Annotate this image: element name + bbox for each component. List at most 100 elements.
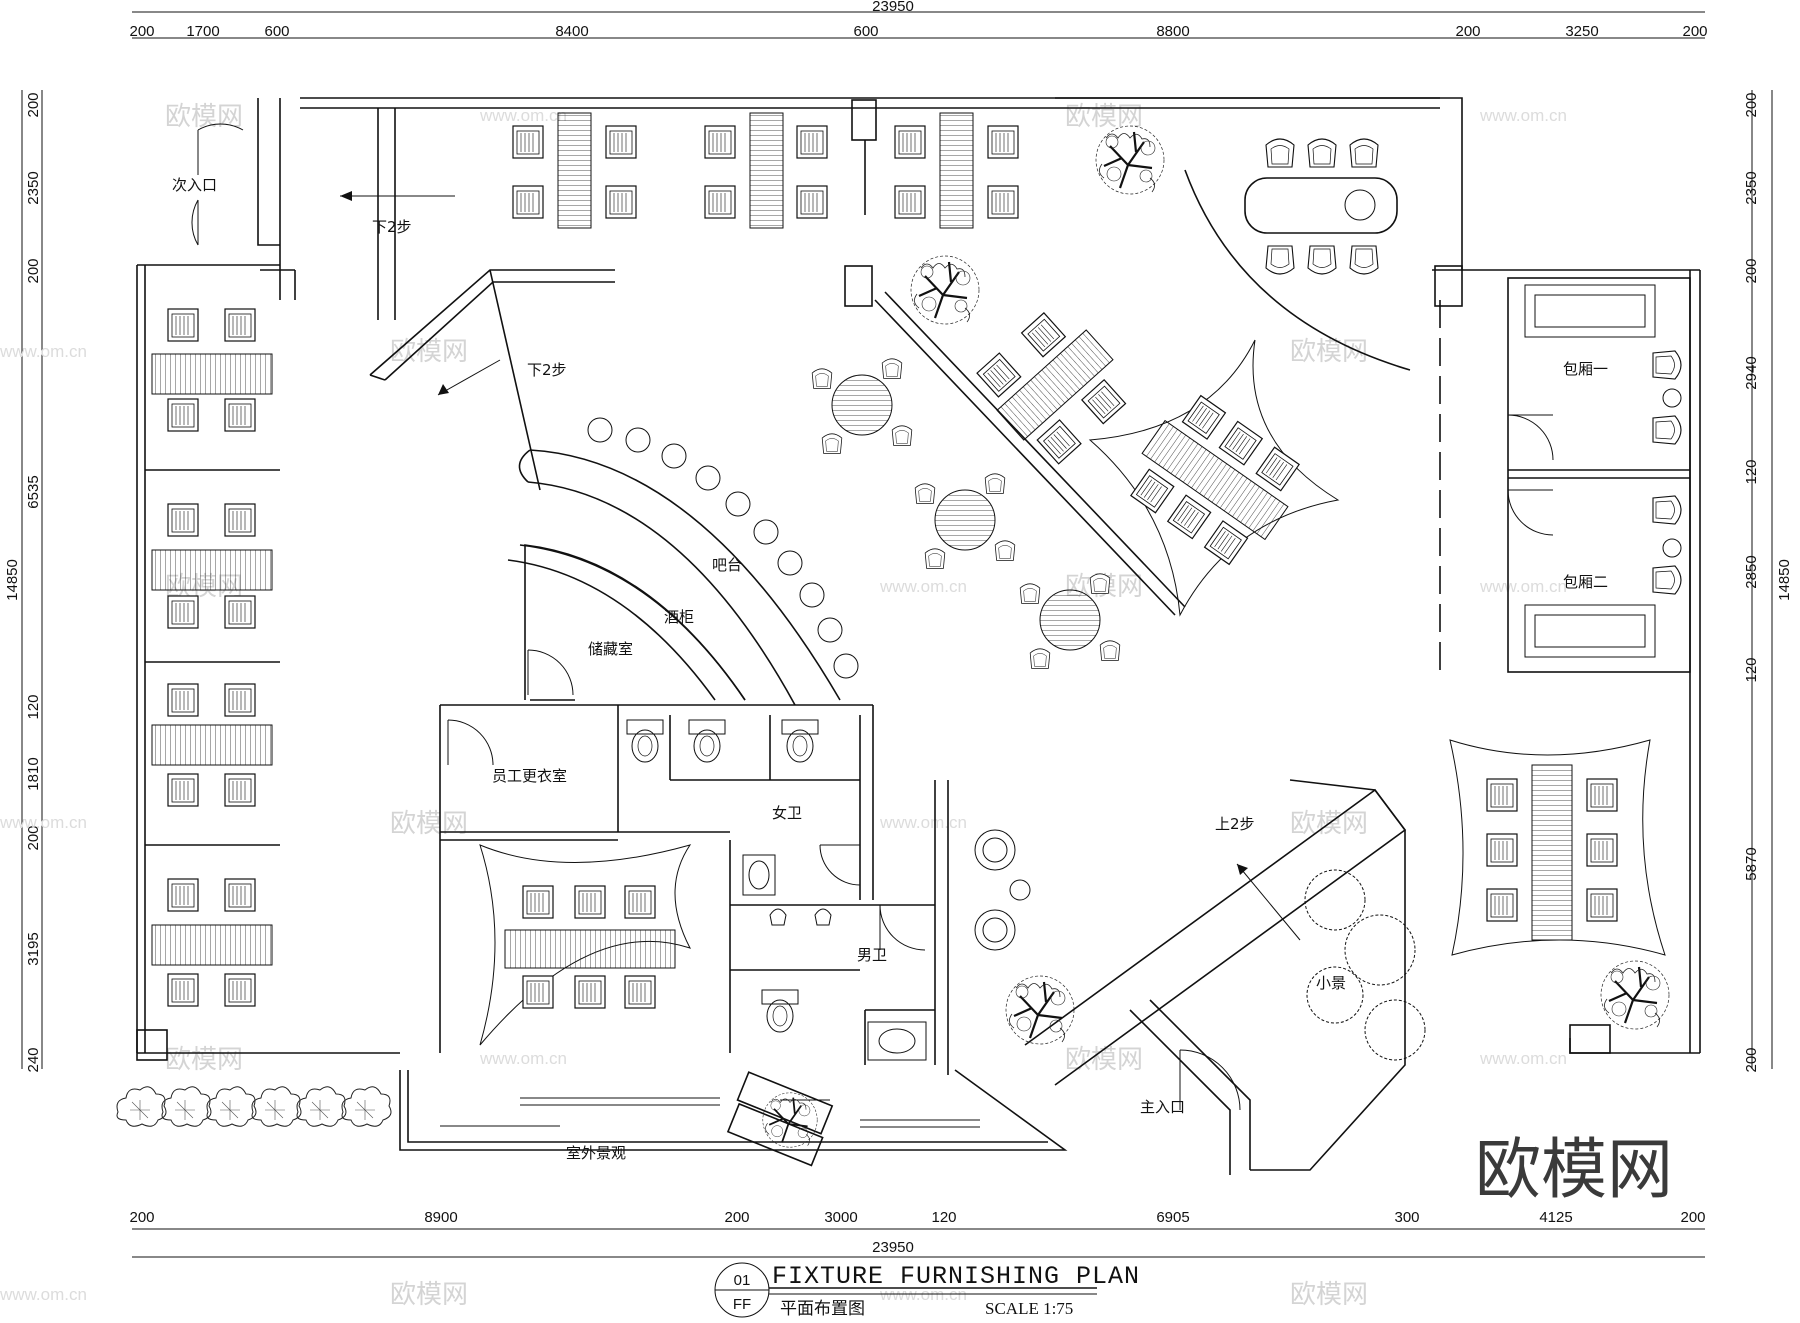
dim-top-6: 8800 (1156, 23, 1189, 40)
label-private-room-1: 包厢一 (1563, 360, 1608, 378)
dim-left-1: 200 (25, 92, 42, 117)
dim-right-5: 120 (1743, 459, 1760, 484)
label-landscape-feature: 小景 (1316, 974, 1346, 992)
dim-bottom-7: 300 (1394, 1209, 1419, 1226)
watermark-brand: 欧模网 (390, 1280, 468, 1310)
room-labels: 次入口 下2步 下2步 吧台 酒柜 储藏室 员工更衣室 女卫 男卫 包厢一 包厢… (172, 176, 1608, 1162)
watermark-url: www.om.cn (0, 1285, 87, 1304)
canopy-table-lower-left (479, 844, 692, 1046)
dim-left-9: 240 (25, 1047, 42, 1072)
drawing-title-en: FIXTURE FURNISHING PLAN (772, 1262, 1140, 1291)
watermark-brand: 欧模网 (1290, 1280, 1368, 1310)
dim-right-1: 200 (1743, 92, 1760, 117)
drawing-scale: SCALE 1:75 (985, 1299, 1073, 1318)
dim-bottom-9: 200 (1680, 1209, 1705, 1226)
label-main-entrance: 主入口 (1140, 1098, 1185, 1116)
watermark-url: www.om.cn (0, 342, 87, 361)
dim-left-5: 120 (25, 694, 42, 719)
dim-bottom-6: 6905 (1156, 1209, 1189, 1226)
private-room-furniture (1439, 284, 1682, 672)
watermark-url: www.om.cn (879, 577, 967, 596)
watermark-url: www.om.cn (0, 813, 87, 832)
label-wine-cabinet: 酒柜 (664, 608, 694, 626)
dim-bottom-2: 8900 (424, 1209, 457, 1226)
dim-left-8: 3195 (25, 932, 42, 965)
dim-top-7: 200 (1455, 23, 1480, 40)
watermark-url: www.om.cn (479, 106, 567, 125)
direction-arrows (340, 191, 1301, 941)
dim-bottom-3: 200 (724, 1209, 749, 1226)
watermark-brand: 欧模网 (165, 1045, 243, 1075)
watermark-brand: 欧模网 (390, 337, 468, 367)
dim-top-9: 200 (1682, 23, 1707, 40)
bar-counter (507, 417, 859, 706)
label-private-room-2: 包厢二 (1563, 573, 1608, 591)
dimension-left: 14850 200 2350 200 6535 120 1810 200 319… (4, 90, 43, 1073)
round-tables (811, 358, 1121, 669)
label-staff-locker: 员工更衣室 (492, 767, 567, 785)
dim-overall-height-left: 14850 (4, 559, 21, 601)
outdoor-landscape (116, 1069, 1068, 1167)
dimension-right: 14850 200 2350 200 2940 120 2850 120 587… (1743, 90, 1793, 1073)
watermark-brand: 欧模网 (390, 809, 468, 839)
drawing-title-cn: 平面布置图 (780, 1299, 865, 1319)
dim-right-6: 2850 (1743, 555, 1760, 588)
dim-left-4: 6535 (25, 475, 42, 508)
dim-top-3: 600 (264, 23, 289, 40)
label-down-steps-1: 下2步 (372, 218, 412, 236)
dining-top-row (512, 112, 1019, 229)
entrance-area (1024, 779, 1426, 1175)
dim-right-3: 200 (1743, 258, 1760, 283)
label-outdoor-landscape: 室外景观 (566, 1144, 626, 1162)
watermark-logo: 欧模网 (1475, 1131, 1673, 1208)
dim-right-9: 200 (1743, 1047, 1760, 1072)
watermark-brand: 欧模网 (1290, 337, 1368, 367)
watermark-url: www.om.cn (1479, 577, 1567, 596)
canopy-table-right (1449, 739, 1666, 956)
dim-right-8: 5870 (1743, 847, 1760, 880)
watermark-brand: 欧模网 (1065, 102, 1143, 132)
watermark-url: www.om.cn (879, 813, 967, 832)
label-storage: 储藏室 (588, 640, 633, 658)
dim-right-2: 2350 (1743, 171, 1760, 204)
dim-top-4: 8400 (555, 23, 588, 40)
dim-left-2: 2350 (25, 171, 42, 204)
dim-left-7: 200 (25, 825, 42, 850)
dim-overall-height-right: 14850 (1776, 559, 1793, 601)
label-up-steps: 上2步 (1215, 815, 1255, 833)
dim-overall-width-top: 23950 (872, 0, 914, 15)
dimension-top: 23950 200 1700 600 8400 600 8800 200 325… (129, 0, 1707, 40)
left-booths (151, 308, 273, 1007)
lounge-table-top-right (1244, 138, 1398, 275)
dim-left-6: 1810 (25, 757, 42, 790)
title-block: 01 FF FIXTURE FURNISHING PLAN 平面布置图 SCAL… (714, 1262, 1140, 1319)
drawing-number: 01 (734, 1272, 751, 1289)
label-womens-wc: 女卫 (772, 804, 802, 822)
secondary-entrance-door (191, 123, 244, 246)
trees (761, 124, 1671, 1149)
watermark-url: www.om.cn (1479, 106, 1567, 125)
dim-top-8: 3250 (1565, 23, 1598, 40)
walls (136, 97, 1701, 1061)
watermark-url: www.om.cn (479, 1049, 567, 1068)
dim-overall-width-bottom: 23950 (872, 1239, 914, 1256)
dim-left-3: 200 (25, 258, 42, 283)
dim-right-7: 120 (1743, 657, 1760, 682)
dim-right-4: 2940 (1743, 356, 1760, 389)
label-down-steps-2: 下2步 (527, 361, 567, 379)
dim-top-5: 600 (853, 23, 878, 40)
dim-top-1: 200 (129, 23, 154, 40)
dim-bottom-4: 3000 (824, 1209, 857, 1226)
dim-top-2: 1700 (186, 23, 219, 40)
diagonal-dining (874, 291, 1340, 617)
watermark-url: www.om.cn (1479, 1049, 1567, 1068)
dimension-bottom: 200 8900 200 3000 120 6905 300 4125 200 … (129, 1209, 1706, 1258)
dim-bottom-5: 120 (931, 1209, 956, 1226)
service-block (439, 414, 1554, 1075)
label-bar-counter: 吧台 (712, 556, 742, 574)
label-secondary-entrance: 次入口 (172, 176, 217, 194)
drawing-code: FF (733, 1296, 751, 1313)
dim-bottom-8: 4125 (1539, 1209, 1572, 1226)
dim-bottom-1: 200 (129, 1209, 154, 1226)
